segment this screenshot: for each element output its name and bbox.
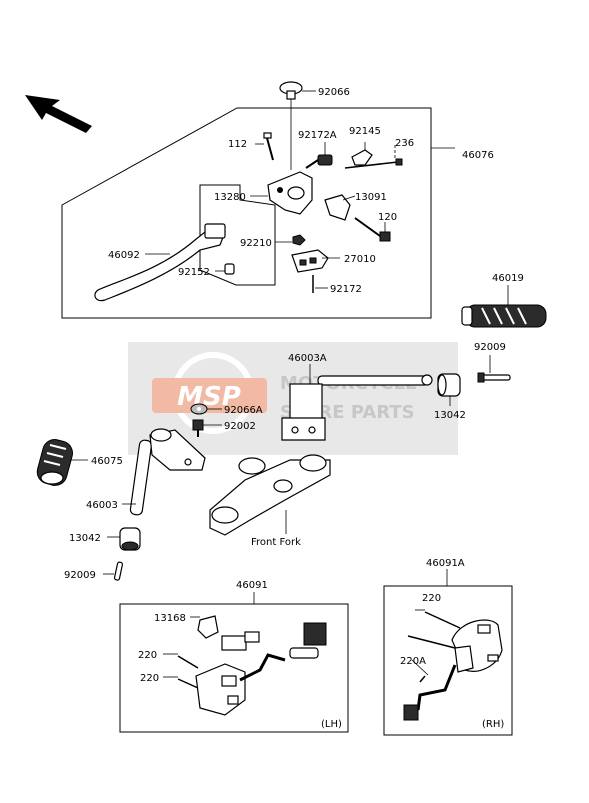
- switch-27010: [291, 249, 329, 273]
- label-13280: 13280: [214, 192, 246, 203]
- bolt-92009-right: [477, 372, 511, 383]
- label-92009-right: 92009: [474, 342, 506, 353]
- label-120: 120: [378, 212, 397, 223]
- weight-13042-right: [437, 373, 461, 397]
- lever-assembly-frame: [61, 107, 432, 319]
- switch-13091: [324, 194, 351, 221]
- nut-92210: [292, 234, 306, 246]
- front-fork-label: Front Fork: [251, 537, 301, 548]
- label-46091A: 46091A: [426, 558, 465, 569]
- label-92172: 92172: [330, 284, 362, 295]
- screw-236: [344, 145, 403, 169]
- lh-switch-frame: [119, 603, 349, 733]
- label-92066: 92066: [318, 87, 350, 98]
- screw-92172A: [305, 154, 333, 169]
- label-46092: 46092: [108, 250, 140, 261]
- label-92009-left: 92009: [64, 570, 96, 581]
- label-236: 236: [395, 138, 414, 149]
- switch-housing-46091: [195, 622, 327, 716]
- switch-13168: [197, 615, 219, 639]
- bushing-92152: [224, 263, 235, 275]
- lever-46092: [94, 223, 226, 302]
- front-fork-clamp: [209, 454, 331, 536]
- cap-92066: [279, 81, 303, 100]
- handlebar-46003A: [281, 374, 433, 441]
- label-220-c: 220: [422, 593, 441, 604]
- watermark-logo-text: MSP: [177, 382, 241, 412]
- label-rh: (RH): [482, 719, 504, 730]
- label-92145: 92145: [349, 126, 381, 137]
- label-46076: 46076: [462, 150, 494, 161]
- label-lh: (LH): [321, 719, 342, 730]
- label-13168: 13168: [154, 613, 186, 624]
- label-220-a: 220: [138, 650, 157, 661]
- part-labels: 92066 112 92172A 92145 236 46076 13280 1…: [64, 87, 524, 730]
- label-46091: 46091: [236, 580, 268, 591]
- label-112: 112: [228, 139, 247, 150]
- rh-switch-frame: [383, 585, 513, 736]
- label-27010: 27010: [344, 254, 376, 265]
- lever-holder-13280: [267, 171, 313, 215]
- spring-92145: [351, 149, 373, 166]
- label-92210: 92210: [240, 238, 272, 249]
- handlebar-46003: [129, 428, 206, 516]
- switch-housing-46091A: [403, 619, 503, 721]
- label-46075: 46075: [91, 456, 123, 467]
- label-92172A: 92172A: [298, 130, 337, 141]
- label-46019: 46019: [492, 273, 524, 284]
- nut-92066A: [190, 403, 208, 415]
- direction-arrow-icon: [25, 95, 92, 133]
- label-220-b: 220: [140, 673, 159, 684]
- label-92066A: 92066A: [224, 405, 263, 416]
- label-46003: 46003: [86, 500, 118, 511]
- weight-13042-left: [119, 527, 141, 551]
- label-13091: 13091: [355, 192, 387, 203]
- label-220A: 220A: [400, 656, 426, 667]
- bolt-92009-left: [113, 561, 124, 581]
- grip-46019: [461, 304, 547, 328]
- label-92002: 92002: [224, 421, 256, 432]
- label-46003A: 46003A: [288, 353, 327, 364]
- watermark-logo: [152, 378, 267, 413]
- bolt-112: [263, 132, 274, 161]
- label-13042-left: 13042: [69, 533, 101, 544]
- lever-subassembly-frame: [199, 184, 276, 286]
- grip-46075: [36, 439, 73, 486]
- label-92152: 92152: [178, 267, 210, 278]
- label-13042-right: 13042: [434, 410, 466, 421]
